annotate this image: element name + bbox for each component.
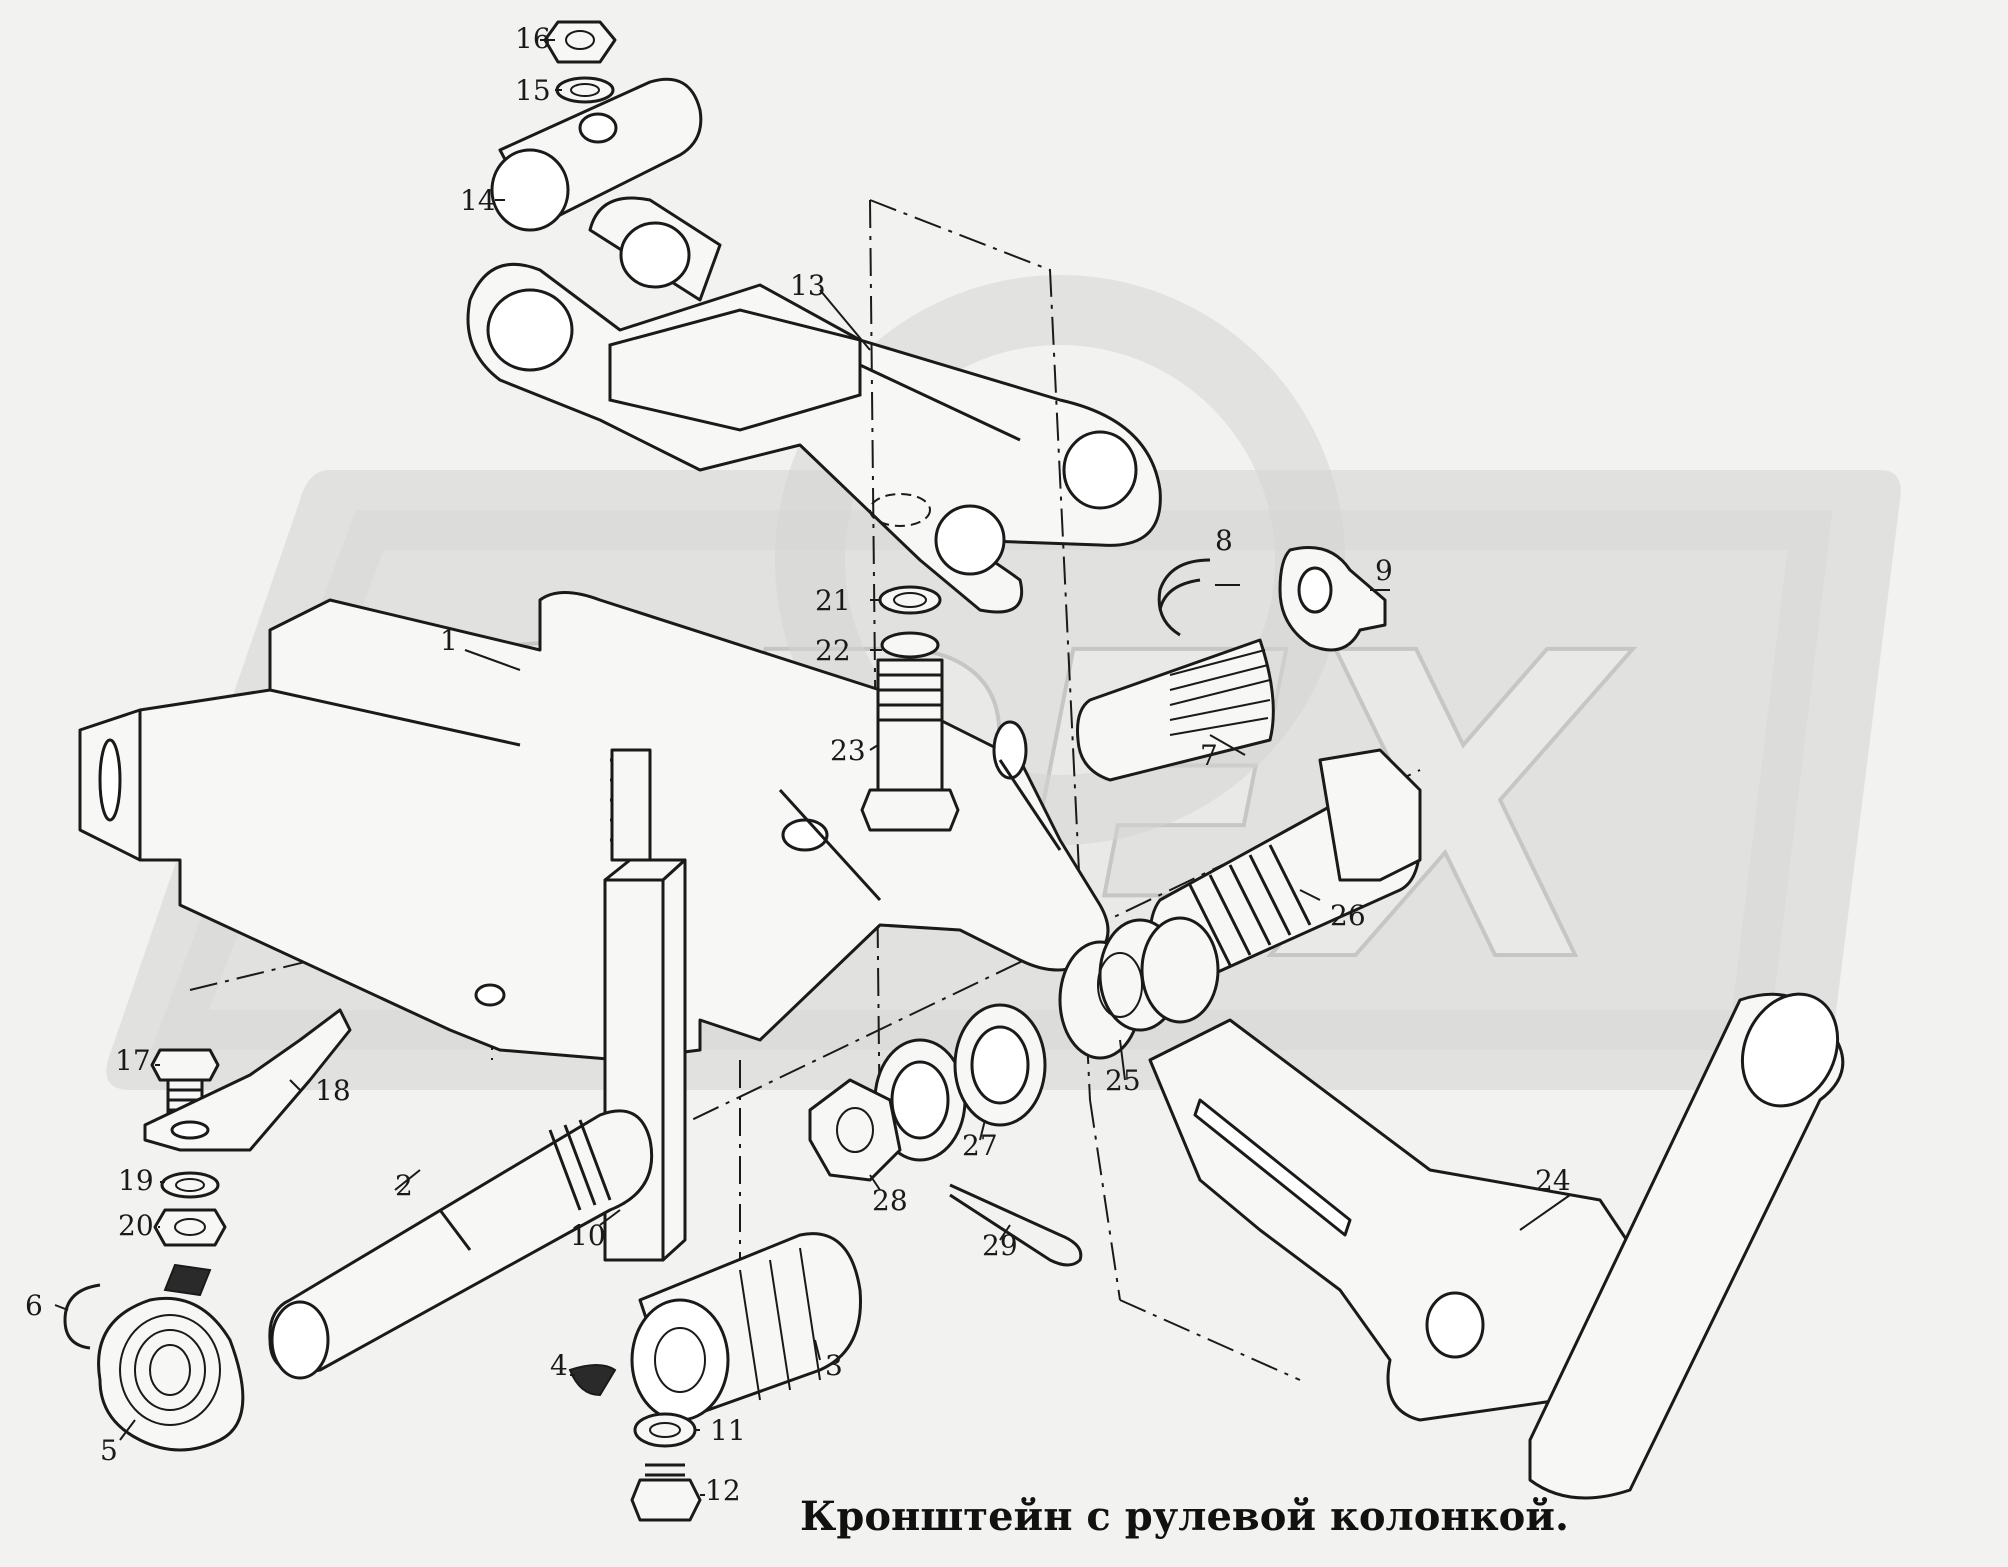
label-part-22: 22	[815, 634, 851, 667]
label-part-1: 1	[440, 624, 458, 657]
part-23-bolt	[860, 493, 960, 832]
part-15-washer	[555, 76, 615, 104]
diagram-caption: Кронштейн с рулевой колонкой.	[800, 1493, 1569, 1540]
label-part-18: 18	[315, 1074, 351, 1107]
part-25-insert	[1058, 916, 1220, 1060]
part-22-spacer	[880, 631, 940, 659]
label-part-23: 23	[830, 734, 866, 767]
part-3-bushing	[630, 1232, 862, 1422]
part-5-spring	[97, 1263, 245, 1452]
label-part-26: 26	[1330, 899, 1366, 932]
label-part-27: 27	[962, 1129, 998, 1162]
leader-lines	[54, 39, 1571, 1496]
part-4-key	[568, 1364, 617, 1397]
part-7-spline-shaft	[1076, 638, 1275, 782]
label-part-13: 13	[790, 269, 826, 302]
part-12-nut	[630, 1463, 702, 1522]
label-part-8: 8	[1215, 524, 1233, 557]
label-part-7: 7	[1200, 739, 1218, 772]
part-13-bracket-arm	[466, 196, 1162, 614]
label-part-21: 21	[815, 584, 851, 617]
label-part-4: 4	[550, 1349, 568, 1382]
part-21-washer	[878, 585, 942, 615]
label-part-20: 20	[118, 1209, 154, 1242]
part-16-nut	[543, 20, 617, 64]
label-part-25: 25	[1105, 1064, 1141, 1097]
part-28-castle-nut	[808, 1078, 902, 1182]
part-29-cotter-pin	[949, 1183, 1083, 1267]
label-part-2: 2	[395, 1169, 413, 1202]
label-part-17: 17	[115, 1044, 151, 1077]
part-18-plate	[143, 1008, 352, 1152]
part-6-clip	[63, 1283, 101, 1350]
part-9-lock-plate	[1278, 546, 1387, 652]
part-labels: 1 2 3 4 5 6 7 8 9 10 11 12 13 14 15 16 1…	[25, 22, 1571, 1507]
label-part-14: 14	[460, 184, 496, 217]
label-part-29: 29	[982, 1229, 1018, 1262]
label-part-10: 10	[570, 1219, 606, 1252]
part-24-column-mount	[1148, 992, 1845, 1500]
part-2-shaft	[268, 1109, 654, 1380]
part-8-clip	[1157, 558, 1211, 637]
part-20-nut	[153, 1208, 227, 1247]
label-part-19: 19	[118, 1164, 154, 1197]
part-19-washer	[160, 1171, 220, 1199]
label-part-6: 6	[25, 1289, 43, 1322]
part-11-washer	[633, 1412, 697, 1448]
part-26-large-bolt	[1148, 748, 1422, 983]
label-part-24: 24	[1535, 1164, 1571, 1197]
label-part-16: 16	[515, 22, 551, 55]
label-part-3: 3	[825, 1349, 843, 1382]
label-part-15: 15	[515, 74, 551, 107]
label-part-12: 12	[705, 1474, 741, 1507]
label-part-9: 9	[1375, 554, 1393, 587]
label-part-28: 28	[872, 1184, 908, 1217]
label-part-5: 5	[100, 1434, 118, 1467]
part-14-pin	[490, 77, 703, 232]
label-part-11: 11	[710, 1414, 746, 1447]
